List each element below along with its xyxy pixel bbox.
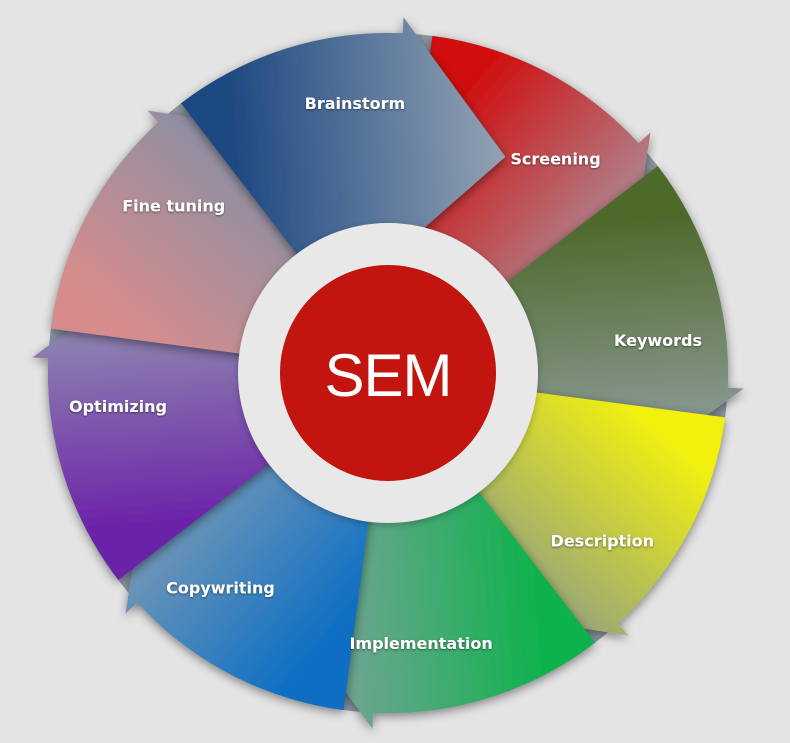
step-label-brainstorm: Brainstorm — [305, 94, 405, 113]
step-label-fine-tuning: Fine tuning — [122, 197, 225, 216]
center-circle — [280, 265, 496, 481]
step-label-description: Description — [551, 532, 654, 551]
center-label: SEM — [324, 342, 451, 409]
step-label-optimizing: Optimizing — [69, 397, 167, 416]
arrow-brainstorm — [181, 17, 506, 262]
step-labels: BrainstormScreeningKeywordsDescriptionIm… — [69, 94, 702, 653]
step-label-implementation: Implementation — [349, 634, 492, 653]
step-label-copywriting: Copywriting — [166, 578, 275, 597]
step-label-screening: Screening — [510, 150, 600, 169]
cycle-arrows — [32, 17, 744, 729]
step-label-keywords: Keywords — [614, 331, 702, 350]
